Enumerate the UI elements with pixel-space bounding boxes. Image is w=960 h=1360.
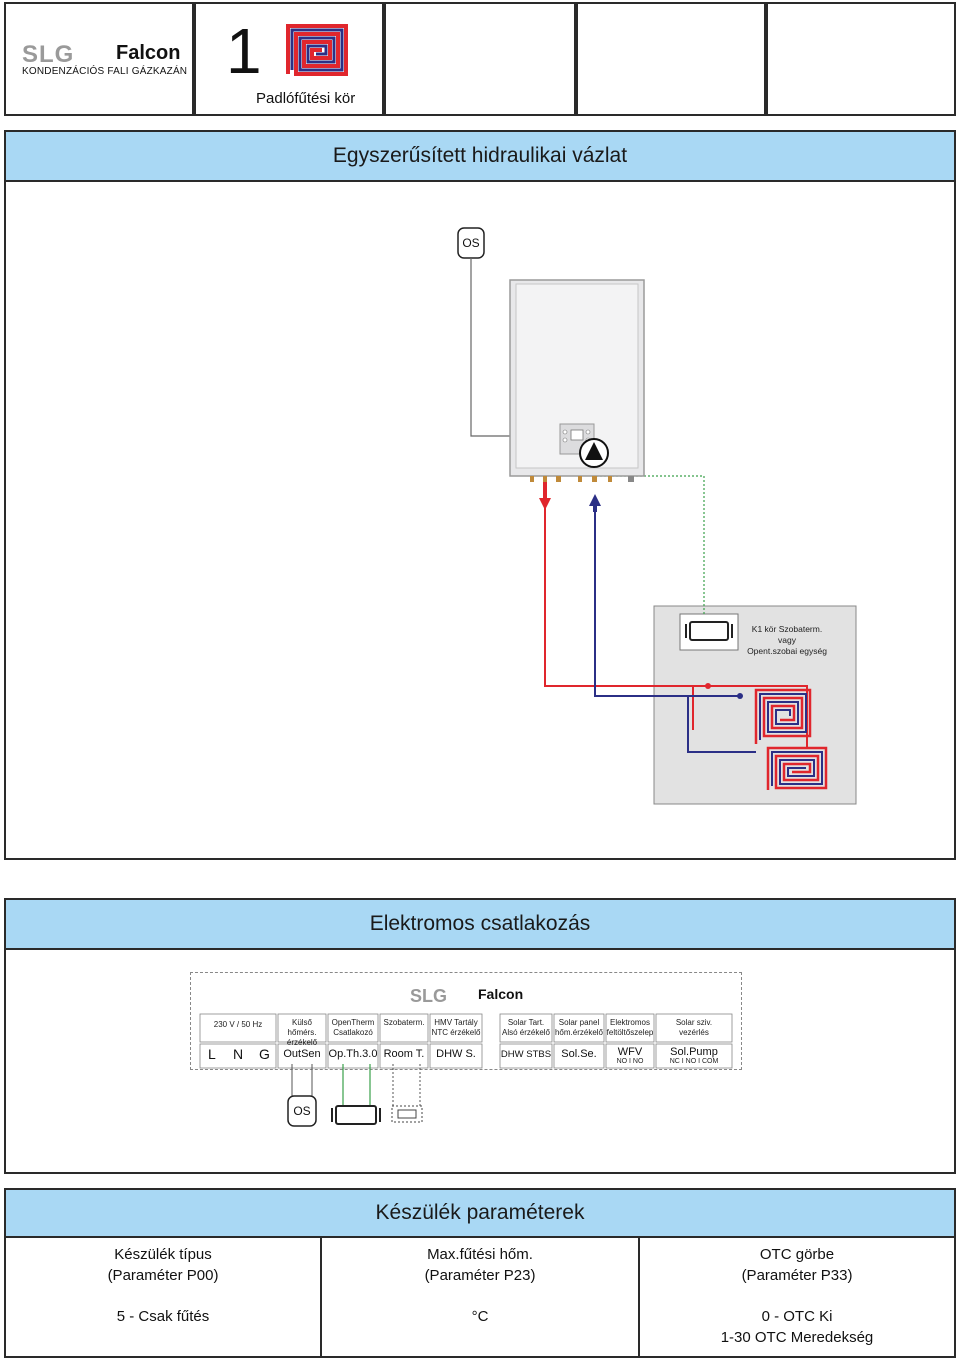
label-solar-tank: Solar Tart. Alsó érzékelő	[500, 1018, 552, 1038]
terminal-sol-pump: Sol.Pump	[670, 1046, 718, 1058]
room-unit-line3: Opent.szobai egység	[747, 646, 827, 656]
label-opentherm-bottom: Csatlakozó	[333, 1028, 373, 1037]
terminal-opentherm: Op.Th.3.0	[328, 1048, 378, 1060]
electrical-title: Elektromos csatlakozás	[4, 898, 956, 950]
board-brand-falcon: Falcon	[478, 986, 524, 1002]
param-otc-line2: (Paraméter P33)	[741, 1267, 853, 1284]
terminal-G: G	[259, 1046, 270, 1062]
label-fill-valve: Elektromos feltöltőszelep	[606, 1018, 654, 1038]
board-os-sensor-icon	[287, 1095, 317, 1127]
terminal-grid	[199, 1013, 733, 1127]
slg-logo-icon: SLG	[22, 42, 74, 66]
floor-loop-2	[766, 746, 828, 790]
brand-tagline: KONDENZÁCIÓS FALI GÁZKAZÁN	[22, 66, 188, 77]
label-solar-panel-top: Solar panel	[558, 1018, 600, 1027]
room-unit-label: K1 kör Szobaterm. vagy Opent.szobai egys…	[732, 624, 842, 657]
hydraulic-diagram	[457, 227, 857, 805]
param-col-1	[4, 1236, 322, 1358]
terminal-wfv-sub: NO I NO	[616, 1058, 644, 1065]
param-maxtemp-line2: (Paraméter P23)	[424, 1267, 536, 1284]
terminal-dhw: DHW S.	[436, 1048, 476, 1060]
terminal-outsen: OutSen	[283, 1048, 321, 1060]
param-maxtemp-value1: °C	[471, 1308, 489, 1325]
floor-heating-icon	[286, 24, 348, 76]
param-col-3	[638, 1236, 956, 1358]
label-solar-panel: Solar panel hőm.érzékelő	[554, 1018, 604, 1038]
svg-text:SLG: SLG	[410, 986, 447, 1004]
label-solar-pump-top: Solar sziv.	[675, 1018, 713, 1027]
terminal-wfv: WFV	[617, 1046, 643, 1058]
terminal-dhw-stbs: DHW STBS	[500, 1049, 552, 1060]
terminal-sol-pump-sub: NC I NO I COM	[669, 1058, 719, 1065]
label-dhw-sensor-top: HMV Tartály	[434, 1018, 478, 1027]
label-power: 230 V / 50 Hz	[200, 1020, 276, 1030]
floor-loop-1	[754, 688, 812, 744]
terminal-room: Room T.	[383, 1048, 425, 1060]
terminal-N: N	[233, 1046, 244, 1062]
param-otc-value1: 0 - OTC Ki	[761, 1308, 833, 1325]
label-solar-pump-bottom: vezérlés	[679, 1028, 709, 1037]
label-fill-valve-bottom: feltöltőszelep	[606, 1028, 654, 1037]
header-empty-cell-1	[384, 2, 576, 116]
label-fill-valve-top: Elektromos	[609, 1018, 650, 1027]
label-opentherm-top: OpenTherm	[331, 1018, 375, 1027]
param-otc-header: OTC görbe (Paraméter P33)	[638, 1244, 956, 1286]
label-outdoor-sensor-top: Külső hőmérs.	[287, 1018, 317, 1037]
label-solar-panel-bottom: hőm.érzékelő	[554, 1028, 604, 1037]
param-type-header: Készülék típus (Paraméter P00)	[4, 1244, 322, 1286]
outdoor-sensor-label: OS	[462, 236, 480, 250]
room-thermostat-icon	[391, 1105, 423, 1123]
label-power-text: 230 V / 50 Hz	[213, 1020, 263, 1029]
param-type-line2: (Paraméter P00)	[107, 1267, 219, 1284]
circuit-name: Padlófűtési kör	[256, 90, 356, 107]
param-otc-line1: OTC görbe	[759, 1246, 835, 1263]
header-circuit-cell: 1 Padlófűtési kör	[194, 2, 384, 116]
param-otc-value2: 1-30 OTC Meredekség	[720, 1329, 874, 1346]
terminal-board	[190, 972, 742, 1070]
label-outdoor-sensor-bottom: érzékelő	[286, 1038, 318, 1047]
label-dhw-sensor: HMV Tartály NTC érzékelő	[430, 1018, 482, 1038]
header-empty-cell-2	[576, 2, 766, 116]
param-type-value1: 5 - Csak fűtés	[116, 1308, 210, 1325]
label-solar-tank-bottom: Alsó érzékelő	[501, 1028, 551, 1037]
board-slg-logo-icon: SLG	[410, 986, 447, 1004]
terminal-L: L	[208, 1046, 216, 1062]
brand-falcon: Falcon	[116, 42, 181, 64]
label-room-thermostat: Szobaterm.	[380, 1018, 428, 1028]
param-otc-value: 0 - OTC Ki 1-30 OTC Meredekség	[638, 1306, 956, 1348]
terminal-sol-se: Sol.Se.	[561, 1048, 597, 1060]
param-type-line1: Készülék típus	[114, 1246, 212, 1263]
label-solar-pump: Solar sziv. vezérlés	[656, 1018, 732, 1038]
svg-text:SLG: SLG	[22, 42, 74, 66]
hydraulic-title: Egyszerűsített hidraulikai vázlat	[4, 130, 956, 182]
header-logo-cell: SLG Falcon KONDENZÁCIÓS FALI GÁZKAZÁN	[4, 2, 194, 116]
circuit-number: 1	[226, 15, 262, 87]
label-opentherm: OpenTherm Csatlakozó	[328, 1018, 378, 1038]
param-maxtemp-header: Max.fűtési hőm. (Paraméter P23)	[320, 1244, 640, 1286]
opentherm-unit-icon	[331, 1105, 381, 1125]
parameters-title: Készülék paraméterek	[4, 1188, 956, 1238]
room-unit-line1: K1 kör Szobaterm.	[751, 624, 823, 634]
room-unit-line2: vagy	[778, 635, 796, 645]
label-dhw-sensor-bottom: NTC érzékelő	[431, 1028, 481, 1037]
param-col-2	[320, 1236, 640, 1358]
param-maxtemp-line1: Max.fűtési hőm.	[427, 1246, 533, 1263]
header-empty-cell-3	[766, 2, 956, 116]
label-outdoor-sensor: Külső hőmérs. érzékelő	[278, 1018, 326, 1048]
label-room-thermostat-top: Szobaterm.	[383, 1018, 425, 1027]
board-os-label: OS	[293, 1104, 311, 1118]
param-maxtemp-value: °C	[320, 1306, 640, 1327]
label-solar-tank-top: Solar Tart.	[507, 1018, 545, 1027]
param-type-value: 5 - Csak fűtés	[4, 1306, 322, 1327]
